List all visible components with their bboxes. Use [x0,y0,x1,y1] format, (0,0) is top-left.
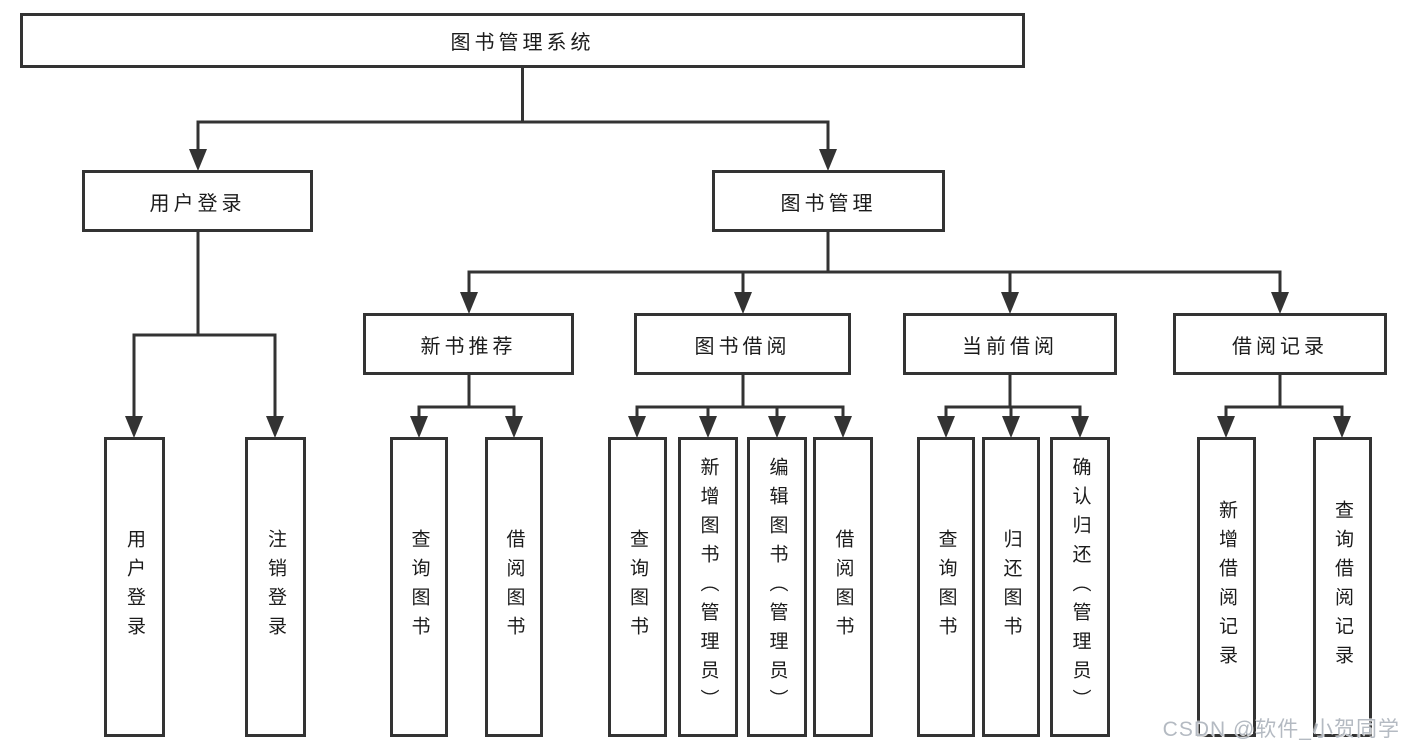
node-label: 借阅图书 [832,529,854,645]
leaf-confirm-return-admin: 确认归还（管理员） [1050,437,1110,737]
node-new-book-recommend: 新书推荐 [363,313,574,375]
node-label: 新书推荐 [420,335,517,358]
leaf-borrow-book-recommend: 借阅图书 [485,437,543,737]
leaf-query-book-recommend: 查询图书 [390,437,448,737]
node-label: 查询借阅记录 [1332,500,1353,674]
node-label: 确认归还（管理员） [1069,456,1091,718]
node-label: 用户登录 [124,529,145,645]
node-user-login: 用户登录 [82,170,313,232]
node-label: 图书管理 [780,192,877,215]
node-label: 借阅记录 [1232,335,1328,358]
leaf-query-borrow-record: 查询借阅记录 [1313,437,1372,737]
node-current-borrow: 当前借阅 [903,313,1117,375]
node-label: 新增图书（管理员） [697,456,719,718]
node-label: 图书管理系统 [450,32,595,54]
leaf-add-borrow-record: 新增借阅记录 [1197,437,1256,737]
node-label: 新增借阅记录 [1216,500,1237,674]
arrowhead-icons [125,149,1351,438]
node-label: 图书借阅 [694,335,791,358]
leaf-user-login: 用户登录 [104,437,165,737]
leaf-query-book-borrow: 查询图书 [608,437,667,737]
leaf-add-book-admin: 新增图书（管理员） [678,437,738,737]
node-label: 当前借阅 [962,335,1058,358]
node-label: 编辑图书（管理员） [766,456,788,718]
leaf-logout-login: 注销登录 [245,437,306,737]
node-label: 注销登录 [265,529,286,645]
node-label: 归还图书 [1000,529,1022,645]
leaf-return-book: 归还图书 [982,437,1040,737]
node-label: 查询图书 [627,529,648,645]
node-label: 查询图书 [408,529,430,645]
node-label: 借阅图书 [503,529,525,645]
leaf-edit-book-admin: 编辑图书（管理员） [747,437,807,737]
connector-feeds [132,66,1344,419]
node-book-management: 图书管理 [712,170,945,232]
leaf-borrow-book: 借阅图书 [813,437,873,737]
leaf-query-book-current: 查询图书 [917,437,975,737]
node-label: 用户登录 [149,192,246,215]
node-root-library-system: 图书管理系统 [20,13,1025,68]
node-book-borrow: 图书借阅 [634,313,851,375]
csdn-watermark: CSDN @软件_小贺同学 [1162,718,1400,741]
node-borrow-records: 借阅记录 [1173,313,1387,375]
node-label: 查询图书 [935,529,957,645]
